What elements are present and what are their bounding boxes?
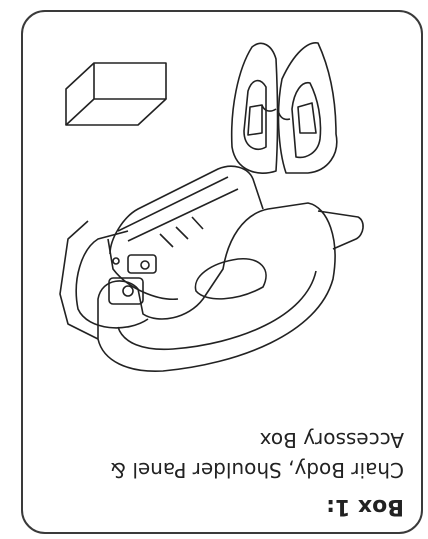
accessory-box-illustration — [65, 62, 167, 126]
shoulder-panels-illustration — [230, 42, 338, 174]
chair-body-illustration — [59, 165, 364, 372]
